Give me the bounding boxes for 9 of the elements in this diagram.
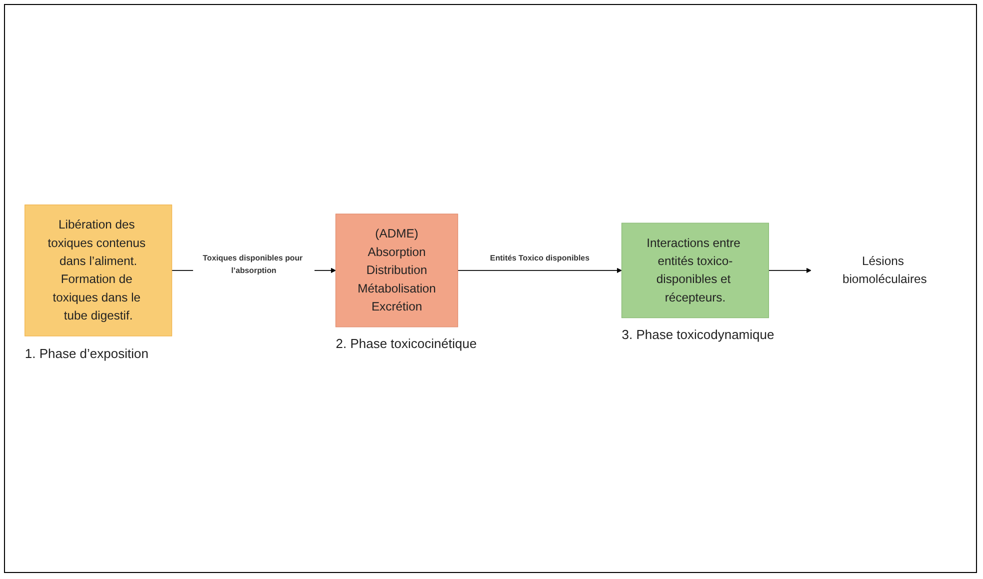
arrow bbox=[768, 267, 812, 273]
phase-caption: 3. Phase toxicodynamique bbox=[622, 327, 774, 342]
arrow bbox=[457, 267, 622, 273]
phase-caption: 2. Phase toxicocinétique bbox=[336, 336, 477, 352]
node-box: (ADME) Absorption Distribution Métabolisation Excrétion bbox=[335, 213, 458, 327]
node-box: Libération des toxiques contenus dans l’aliment. Formation de toxiques dans le tube digestif. bbox=[24, 204, 172, 336]
phase-caption: 1. Phase d’exposition bbox=[24, 346, 148, 361]
node-text: Lésions biomoléculaires bbox=[842, 254, 927, 286]
node-box: Interactions entre entités toxico-disponibles et récepteurs. bbox=[621, 222, 769, 318]
